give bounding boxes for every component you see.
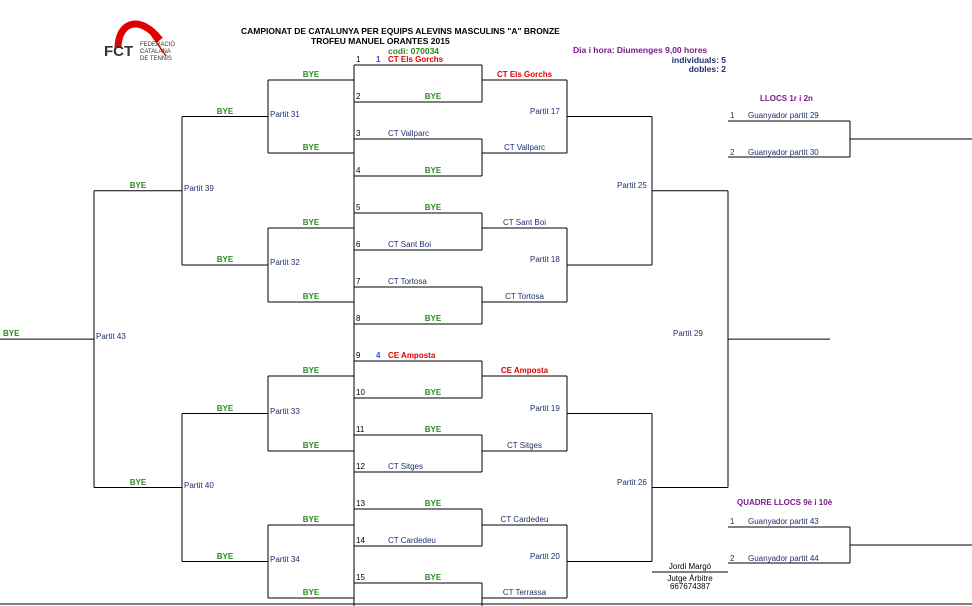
seed-1: 1 — [376, 55, 381, 64]
draw-team-3: CT Vallparc — [388, 129, 430, 138]
places-9-10-num-2: 2 — [730, 554, 735, 563]
match-partit-39: Partit 39 — [184, 183, 214, 193]
left-r1-bye: BYE — [302, 218, 320, 227]
match-partit-33: Partit 33 — [270, 406, 300, 416]
left-r2-bye: BYE — [216, 255, 234, 264]
draw-pos-8: 8 — [356, 314, 361, 323]
left-r2-bye: BYE — [216, 403, 234, 413]
logo-line-2: CATALANA — [140, 49, 171, 55]
tournament-code: codi: 070034 — [388, 46, 440, 56]
left-r3-bye: BYE — [129, 477, 147, 487]
match-partit-19: Partit 19 — [530, 403, 560, 413]
draw-pos-1: 1 — [356, 55, 361, 64]
left-r1-bye: BYE — [302, 70, 320, 79]
draw-team-1: CT Els Gorchs — [388, 55, 444, 64]
referee-phone: 667674387 — [669, 582, 711, 591]
draw-pos-11: 11 — [356, 425, 365, 434]
draw-team-12: CT Sitges — [388, 462, 423, 471]
r1-winner-2: CT Sant Boi — [503, 218, 546, 227]
page-title: CAMPIONAT DE CATALUNYA PER EQUIPS ALEVIN… — [241, 26, 560, 36]
draw-team-6: CT Sant Boi — [388, 240, 431, 249]
r1-winner-4: CE Amposta — [500, 366, 549, 375]
draw-pos-10: 10 — [356, 388, 365, 397]
logo-line-1: FEDERACIÓ — [140, 42, 176, 48]
referee-name: Jordi Margó — [668, 562, 712, 571]
match-partit-17: Partit 17 — [530, 106, 560, 116]
draw-pos-6: 6 — [356, 240, 361, 249]
draw-pos-12: 12 — [356, 462, 365, 471]
match-partit-26: Partit 26 — [617, 477, 647, 487]
places-1-2-num-1: 1 — [730, 111, 735, 120]
match-partit-43: Partit 43 — [96, 332, 126, 342]
individuals-count: individuals: 5 — [671, 55, 726, 65]
match-partit-32: Partit 32 — [270, 258, 300, 267]
places-1-2-title: LLOCS 1r i 2n — [760, 94, 813, 103]
draw-pos-9: 9 — [356, 351, 361, 360]
draw-bye-11: BYE — [424, 425, 442, 434]
left-r1-bye: BYE — [302, 366, 320, 375]
places-9-10-row-1: Guanyador partit 43 — [748, 517, 819, 526]
match-partit-18: Partit 18 — [530, 255, 560, 264]
r1-winner-3: CT Tortosa — [505, 292, 544, 301]
logo-letters: FCT — [104, 43, 134, 60]
match-partit-25: Partit 25 — [617, 180, 647, 190]
r1-winner-0: CT Els Gorchs — [496, 70, 553, 79]
left-r1-bye: BYE — [302, 588, 320, 597]
draw-team-14: CT Cardedeu — [388, 536, 436, 545]
referee-role: Jutge Àrbitre — [667, 574, 713, 583]
places-9-10-num-1: 1 — [730, 517, 735, 526]
places-9-10-title: QUADRE LLOCS 9è i 10è — [737, 498, 833, 507]
left-final-bye: BYE — [3, 329, 20, 339]
draw-bye-10: BYE — [424, 388, 442, 397]
draw-pos-4: 4 — [356, 166, 361, 175]
draw-pos-2: 2 — [356, 92, 361, 101]
doubles-count: dobles: 2 — [688, 64, 726, 74]
draw-pos-13: 13 — [356, 499, 365, 508]
draw-pos-14: 14 — [356, 536, 365, 545]
match-partit-34: Partit 34 — [270, 554, 300, 564]
left-r1-bye: BYE — [302, 515, 320, 524]
match-partit-20: Partit 20 — [530, 551, 560, 561]
draw-bye-2: BYE — [424, 92, 442, 101]
match-partit-29: Partit 29 — [673, 329, 703, 339]
r1-winner-1: CT Vallparc — [503, 143, 546, 152]
draw-bye-4: BYE — [424, 166, 442, 175]
left-r1-bye: BYE — [302, 441, 320, 450]
draw-bye-15: BYE — [424, 573, 442, 582]
left-r2-bye: BYE — [216, 551, 234, 561]
match-partit-31: Partit 31 — [270, 109, 300, 119]
draw-pos-7: 7 — [356, 277, 361, 286]
logo-swoosh — [114, 20, 163, 49]
draw-bye-8: BYE — [424, 314, 442, 323]
draw-bye-13: BYE — [424, 499, 442, 508]
r1-winner-7: CT Terrassa — [502, 588, 547, 597]
r1-winner-6: CT Cardedeu — [500, 515, 549, 524]
draw-team-7: CT Tortosa — [388, 277, 427, 286]
logo-racket-handle — [147, 29, 167, 57]
places-1-2-row-1: Guanyador partit 29 — [748, 111, 819, 120]
draw-bye-5: BYE — [424, 203, 442, 212]
left-r3-bye: BYE — [129, 180, 147, 190]
r1-winner-5: CT Sitges — [507, 441, 542, 450]
left-r1-bye: BYE — [302, 143, 320, 152]
logo-line-3: DE TENNIS — [140, 56, 172, 62]
left-r1-bye: BYE — [302, 292, 320, 301]
draw-pos-5: 5 — [356, 203, 361, 212]
page-subtitle: TROFEU MANUEL ORANTES 2015 — [311, 36, 450, 46]
match-partit-40: Partit 40 — [184, 480, 214, 490]
places-1-2-num-2: 2 — [730, 148, 735, 157]
left-r2-bye: BYE — [216, 106, 234, 116]
draw-team-9: CE Amposta — [388, 351, 436, 360]
seed-9: 4 — [376, 351, 381, 360]
places-9-10-row-2: Guanyador partit 44 — [748, 554, 819, 563]
draw-pos-3: 3 — [356, 129, 361, 138]
draw-pos-15: 15 — [356, 573, 365, 582]
fct-logo — [114, 20, 167, 57]
schedule-text: Dia i hora: Diumenges 9,00 hores — [573, 45, 708, 55]
places-1-2-row-2: Guanyador partit 30 — [748, 148, 819, 157]
